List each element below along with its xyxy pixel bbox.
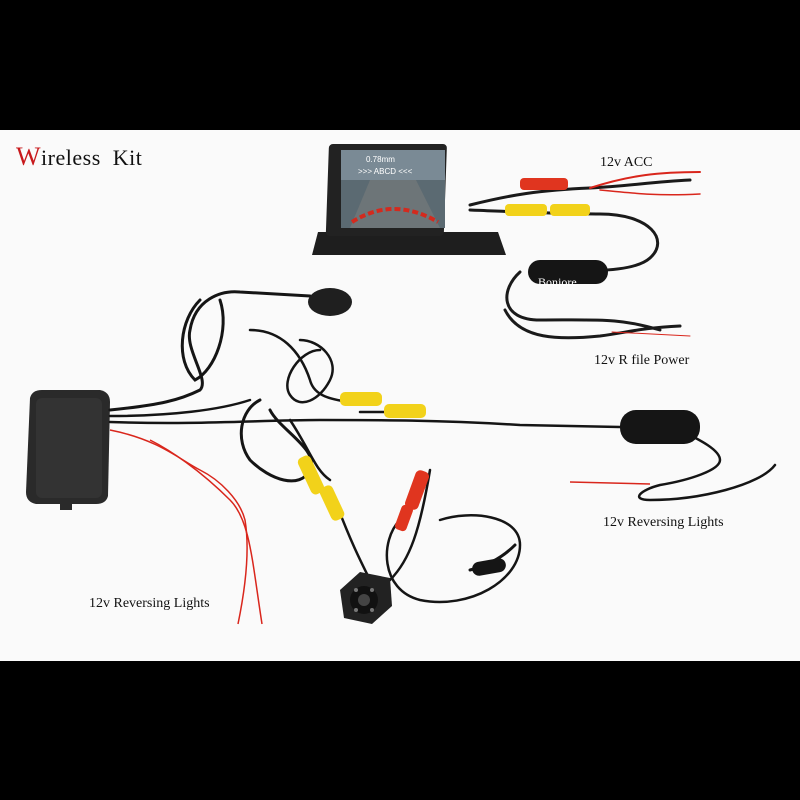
kit-title: Wireless Kit: [16, 142, 142, 172]
buzzer: [308, 288, 352, 316]
label-reversing-left: 12v Reversing Lights: [89, 596, 210, 612]
watermark: Bonjore: [538, 275, 577, 290]
monitor-rca-plugs: [505, 178, 590, 216]
rear-camera: [340, 572, 392, 624]
title-rest: ireless Kit: [41, 145, 142, 170]
label-reversing-right: 12v Reversing Lights: [603, 515, 724, 531]
control-box: [26, 390, 110, 510]
wireless-receiver-right: [620, 410, 700, 444]
screen-text-1: 0.78mm: [366, 155, 395, 164]
label-acc: 12v ACC: [600, 155, 653, 171]
cables: [110, 292, 775, 602]
screen-text-2: >>> ABCD <<<: [358, 167, 413, 176]
inline-module: [471, 557, 507, 577]
label-rfile-power: 12v R file Power: [594, 353, 689, 369]
monitor: 0.78mm >>> ABCD <<<: [312, 144, 506, 255]
title-first-letter: W: [16, 142, 41, 171]
